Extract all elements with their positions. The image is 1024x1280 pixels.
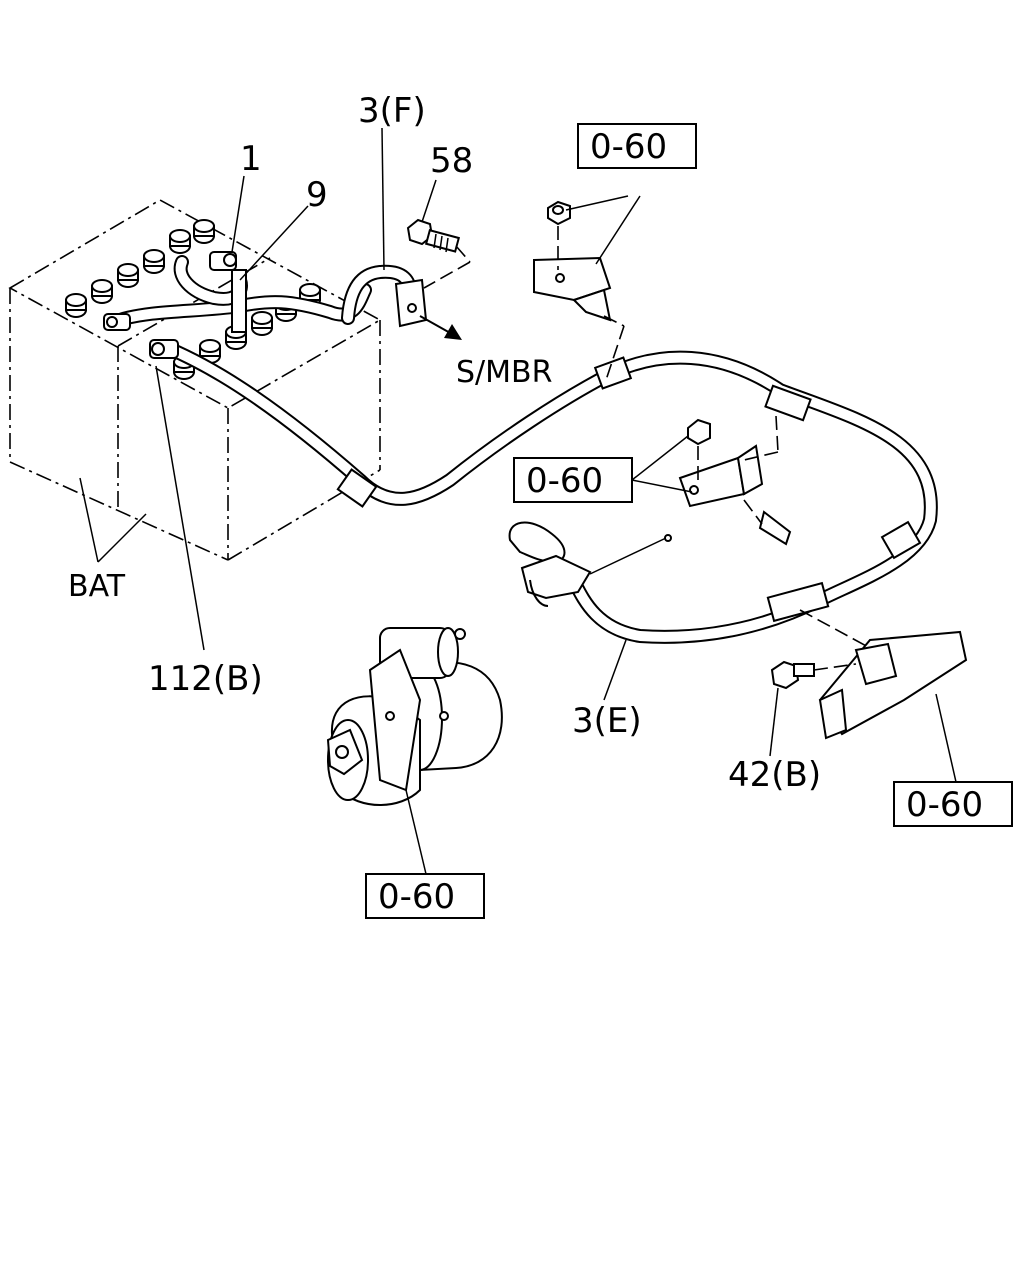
leader-lines: [79, 127, 957, 875]
ref-box-top[interactable]: 0-60: [577, 123, 697, 169]
starter-terminal-boot: [508, 521, 672, 607]
arrow-smbr: [419, 315, 462, 340]
bolt-58: [406, 218, 461, 253]
ref-box-starter[interactable]: 0-60: [365, 873, 485, 919]
callout-part-58: 58: [430, 141, 473, 181]
callout-smbr: S/MBR: [456, 355, 552, 390]
ref-box-middle[interactable]: 0-60: [513, 457, 633, 503]
ref-label: 0-60: [906, 785, 983, 825]
cable-clip-9: [231, 269, 247, 333]
callout-bat: BAT: [68, 569, 126, 604]
callout-part-1: 1: [240, 139, 262, 179]
callout-part-112b: 112(B): [148, 659, 263, 699]
ref-label: 0-60: [590, 127, 667, 167]
bracket-top: [533, 200, 612, 322]
bracket-right: [818, 630, 968, 740]
callout-part-3f: 3(F): [358, 91, 426, 131]
cable-clip: [336, 356, 922, 623]
ref-label: 0-60: [526, 461, 603, 501]
terminal-clamp-1: [209, 251, 237, 271]
ref-box-right[interactable]: 0-60: [893, 781, 1013, 827]
bolt-42b: [770, 660, 815, 690]
battery: [8, 199, 382, 561]
callout-part-3e: 3(E): [572, 701, 642, 741]
starter-motor: [326, 627, 503, 806]
callout-part-9: 9: [306, 175, 328, 215]
ref-label: 0-60: [378, 877, 455, 917]
bracket-3f: [394, 278, 428, 328]
bracket-middle: [678, 418, 792, 546]
battery-caps: [65, 219, 321, 380]
callout-part-42b: 42(B): [728, 755, 821, 795]
terminal-clamp-positive: [103, 313, 179, 359]
